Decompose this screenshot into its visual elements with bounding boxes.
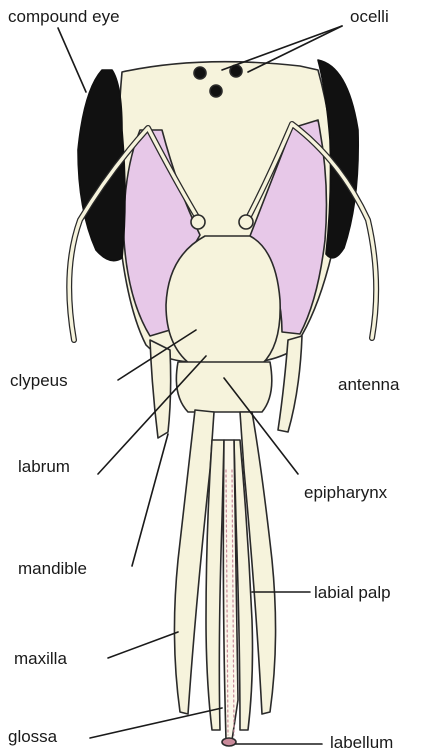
leader-compound-eye bbox=[58, 28, 86, 92]
left-mandible bbox=[150, 340, 171, 438]
leader-maxilla bbox=[108, 632, 178, 658]
clypeus-plate bbox=[166, 236, 280, 364]
label-mandible: mandible bbox=[18, 560, 87, 577]
label-antenna: antenna bbox=[338, 376, 399, 393]
label-clypeus: clypeus bbox=[10, 372, 68, 389]
label-labellum: labellum bbox=[330, 734, 393, 751]
ocellus-left bbox=[194, 67, 206, 79]
labrum-plate bbox=[176, 362, 271, 412]
ocellus-median bbox=[210, 85, 222, 97]
antennal-socket-right bbox=[239, 215, 253, 229]
antennal-socket-left bbox=[191, 215, 205, 229]
label-epipharynx: epipharynx bbox=[304, 484, 387, 501]
leader-mandible bbox=[132, 434, 168, 566]
label-ocelli: ocelli bbox=[350, 8, 389, 25]
label-labial-palp: labial palp bbox=[314, 584, 391, 601]
left-labial-palp bbox=[206, 440, 224, 730]
label-labrum: labrum bbox=[18, 458, 70, 475]
labellum-tip bbox=[222, 738, 236, 746]
label-maxilla: maxilla bbox=[14, 650, 67, 667]
leader-glossa bbox=[90, 708, 222, 738]
label-compound-eye: compound eye bbox=[8, 8, 120, 25]
label-glossa: glossa bbox=[8, 728, 57, 745]
